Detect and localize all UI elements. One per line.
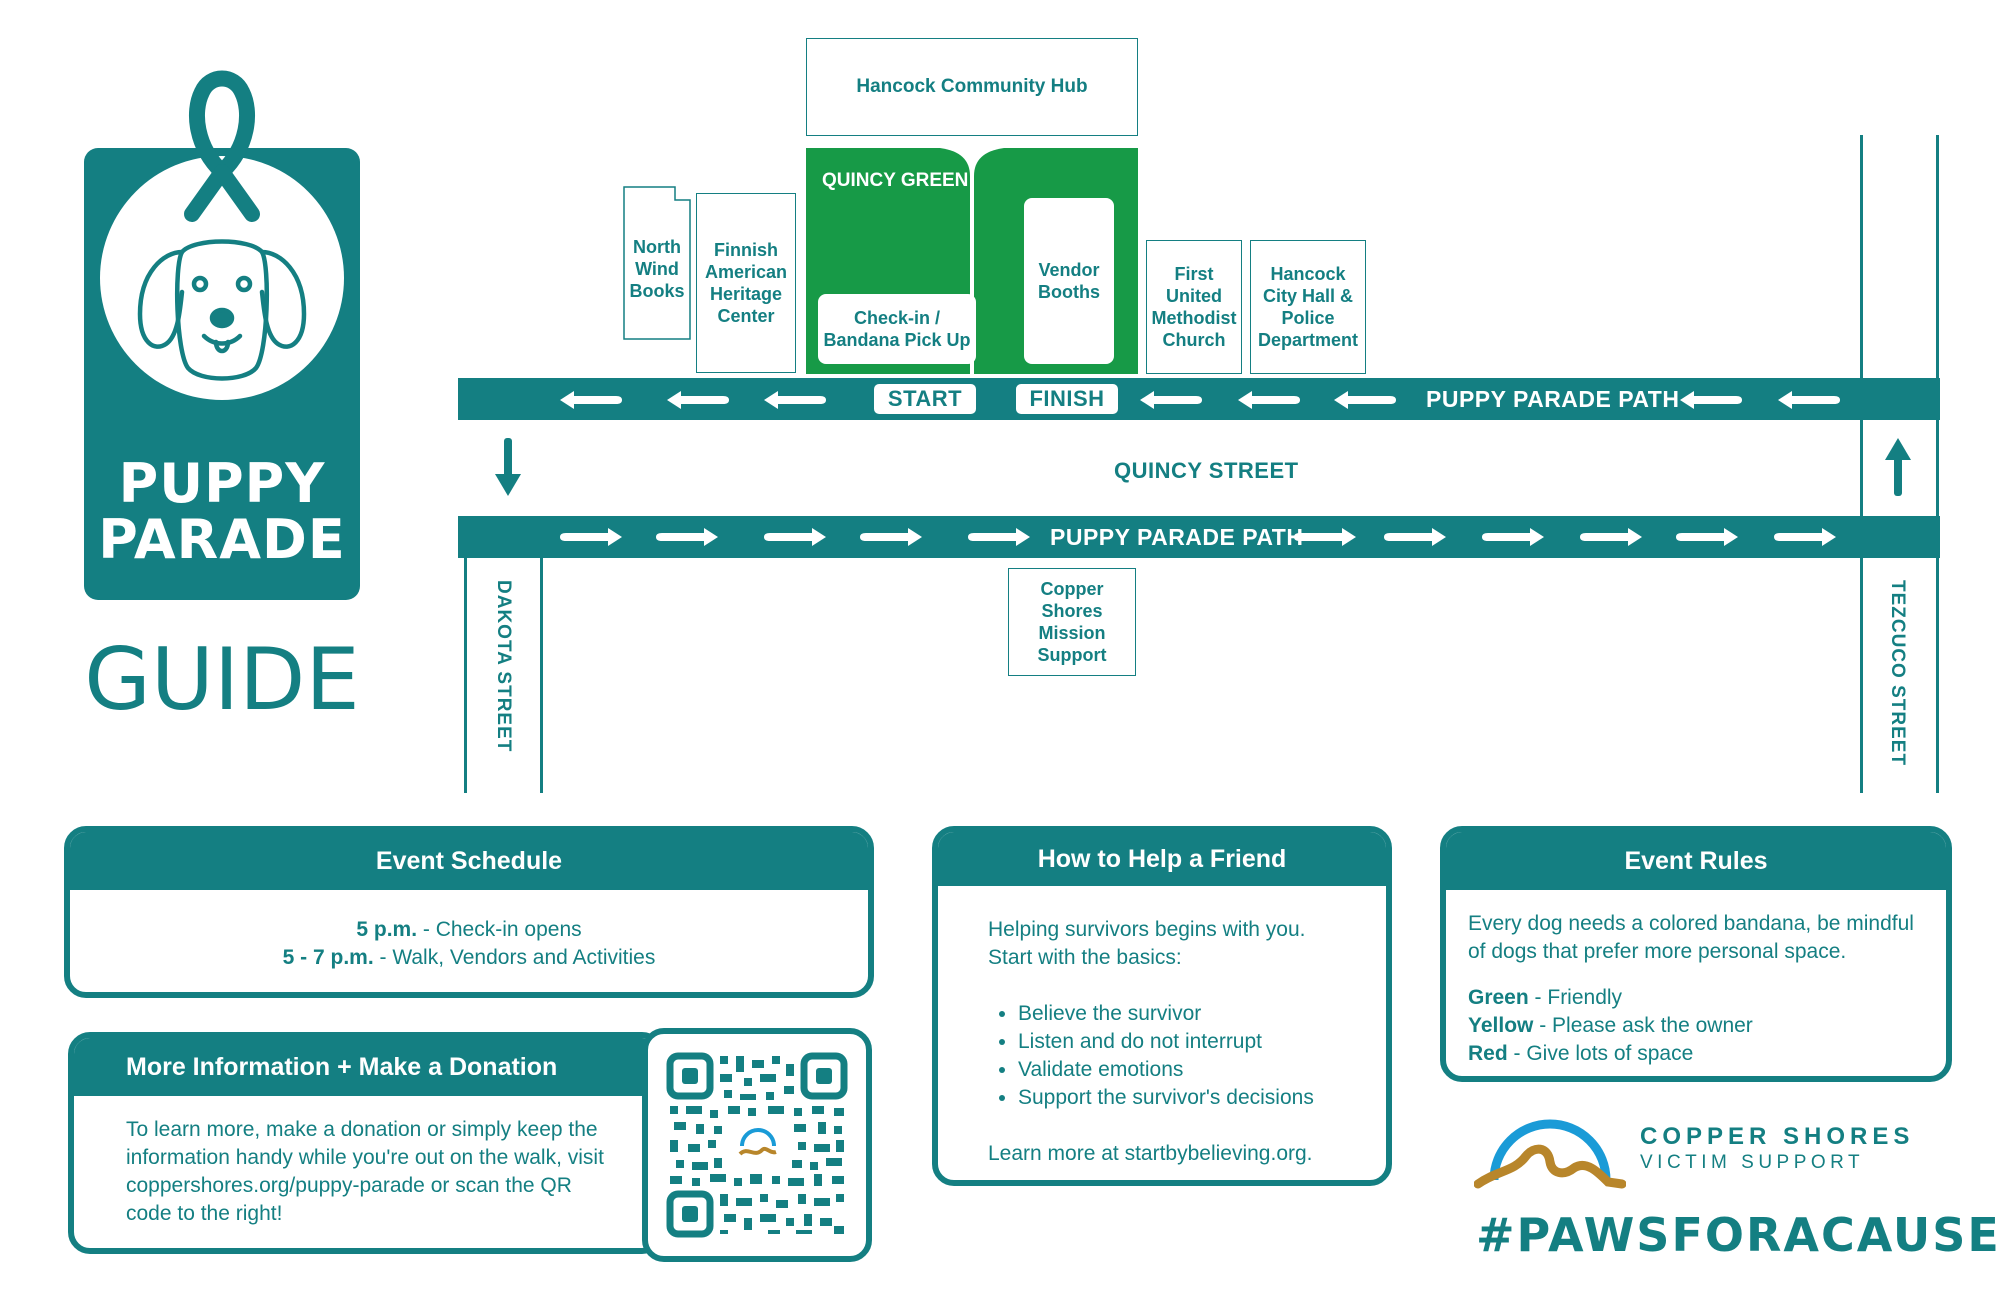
finnish-heritage-center: Finnish American Heritage Center — [696, 193, 796, 373]
guide-heading: GUIDE — [84, 630, 360, 730]
quincy-street-label: QUINCY STREET — [1114, 458, 1299, 483]
tezcuco-street-right-line — [1936, 135, 1939, 793]
help-intro: Helping survivors begins with you. Start… — [988, 918, 1306, 969]
finish-marker: FINISH — [1016, 384, 1118, 414]
list-item: Support the survivor's decisions — [1018, 1084, 1352, 1112]
tag-graphics — [100, 70, 344, 400]
vendor-booths: Vendor Booths — [1024, 198, 1114, 364]
brand-title-line2: PARADE — [98, 508, 346, 571]
help-footer-link[interactable]: Learn more at startbybelieving.org. — [988, 1142, 1313, 1165]
rule-color: Yellow — [1468, 1014, 1534, 1037]
event-schedule-title: Event Schedule — [70, 832, 868, 890]
rule-color: Green — [1468, 986, 1529, 1009]
checkin-station: Check-in / Bandana Pick Up — [818, 294, 976, 364]
parade-path-bottom-label: PUPPY PARADE PATH — [1050, 524, 1304, 550]
rule-row: Yellow - Please ask the owner — [1468, 1012, 1926, 1040]
start-marker: START — [874, 384, 976, 414]
org-subtitle: VICTIM SUPPORT — [1640, 1152, 1865, 1173]
copper-shores-mission: Copper Shores Mission Support — [1008, 568, 1136, 676]
rule-row: Green - Friendly — [1468, 984, 1926, 1012]
north-wind-books-label: North Wind Books — [629, 237, 685, 301]
rule-desc: - Friendly — [1528, 986, 1623, 1009]
schedule-row: 5 - 7 p.m. - Walk, Vendors and Activitie… — [70, 944, 868, 972]
list-item: Listen and do not interrupt — [1018, 1028, 1352, 1056]
awareness-ribbon-icon — [184, 70, 260, 222]
arrow-down-icon — [495, 438, 521, 496]
tezcuco-street-label: TEZCUCO STREET — [1887, 580, 1908, 767]
arrow-up-icon — [1885, 438, 1911, 496]
tezcuco-street-left-line — [1860, 135, 1863, 793]
puppy-face-icon — [137, 239, 307, 381]
schedule-time: 5 - 7 p.m. — [282, 946, 374, 969]
quincy-green-label: QUINCY GREEN — [822, 170, 969, 191]
event-rules-title: Event Rules — [1446, 832, 1946, 890]
parade-arrows — [495, 391, 1911, 546]
parade-path-top-label: PUPPY PARADE PATH — [1426, 386, 1680, 412]
rule-desc: - Give lots of space — [1507, 1042, 1694, 1065]
schedule-time: 5 p.m. — [356, 918, 418, 941]
schedule-desc: - Walk, Vendors and Activities — [373, 946, 656, 969]
dakota-street-right-line — [540, 548, 543, 793]
rule-row: Red - Give lots of space — [1468, 1040, 1926, 1068]
schedule-row: 5 p.m. - Check-in opens — [70, 916, 868, 944]
hashtag: #PAWSFORACAUSE — [1476, 1208, 2000, 1262]
more-info-title: More Information + Make a Donation — [74, 1038, 658, 1096]
north-wind-books-outline — [623, 186, 691, 340]
copper-shores-logo-icon — [1474, 1119, 1626, 1189]
arrow-right-icon — [560, 528, 1836, 546]
arrow-left-icon — [560, 391, 1840, 409]
qr-code-icon[interactable] — [648, 1034, 866, 1256]
tag-circle — [100, 156, 344, 400]
rules-intro: Every dog needs a colored bandana, be mi… — [1468, 912, 1914, 963]
help-list: Believe the survivor Listen and do not i… — [988, 1000, 1352, 1112]
schedule-desc: - Check-in opens — [417, 918, 582, 941]
methodist-church: First United Methodist Church — [1146, 240, 1242, 374]
more-info-card: More Information + Make a Donation To le… — [68, 1032, 664, 1254]
help-friend-card: How to Help a Friend Helping survivors b… — [932, 826, 1392, 1186]
org-name: COPPER SHORES — [1640, 1123, 1915, 1150]
dakota-street-left-line — [464, 548, 467, 793]
rule-color: Red — [1468, 1042, 1508, 1065]
list-item: Validate emotions — [1018, 1056, 1352, 1084]
list-item: Believe the survivor — [1018, 1000, 1352, 1028]
community-hub-building: Hancock Community Hub — [806, 38, 1138, 136]
rule-desc: - Please ask the owner — [1533, 1014, 1753, 1037]
help-friend-title: How to Help a Friend — [938, 832, 1386, 886]
dakota-street-label: DAKOTA STREET — [493, 580, 514, 753]
more-info-body: To learn more, make a donation or simply… — [126, 1118, 604, 1225]
event-rules-card: Event Rules Every dog needs a colored ba… — [1440, 826, 1952, 1082]
brand-title-line1: PUPPY — [118, 452, 326, 515]
event-schedule-card: Event Schedule 5 p.m. - Check-in opens 5… — [64, 826, 874, 998]
city-hall-police: Hancock City Hall & Police Department — [1250, 240, 1366, 374]
qr-code-frame[interactable] — [642, 1028, 872, 1262]
